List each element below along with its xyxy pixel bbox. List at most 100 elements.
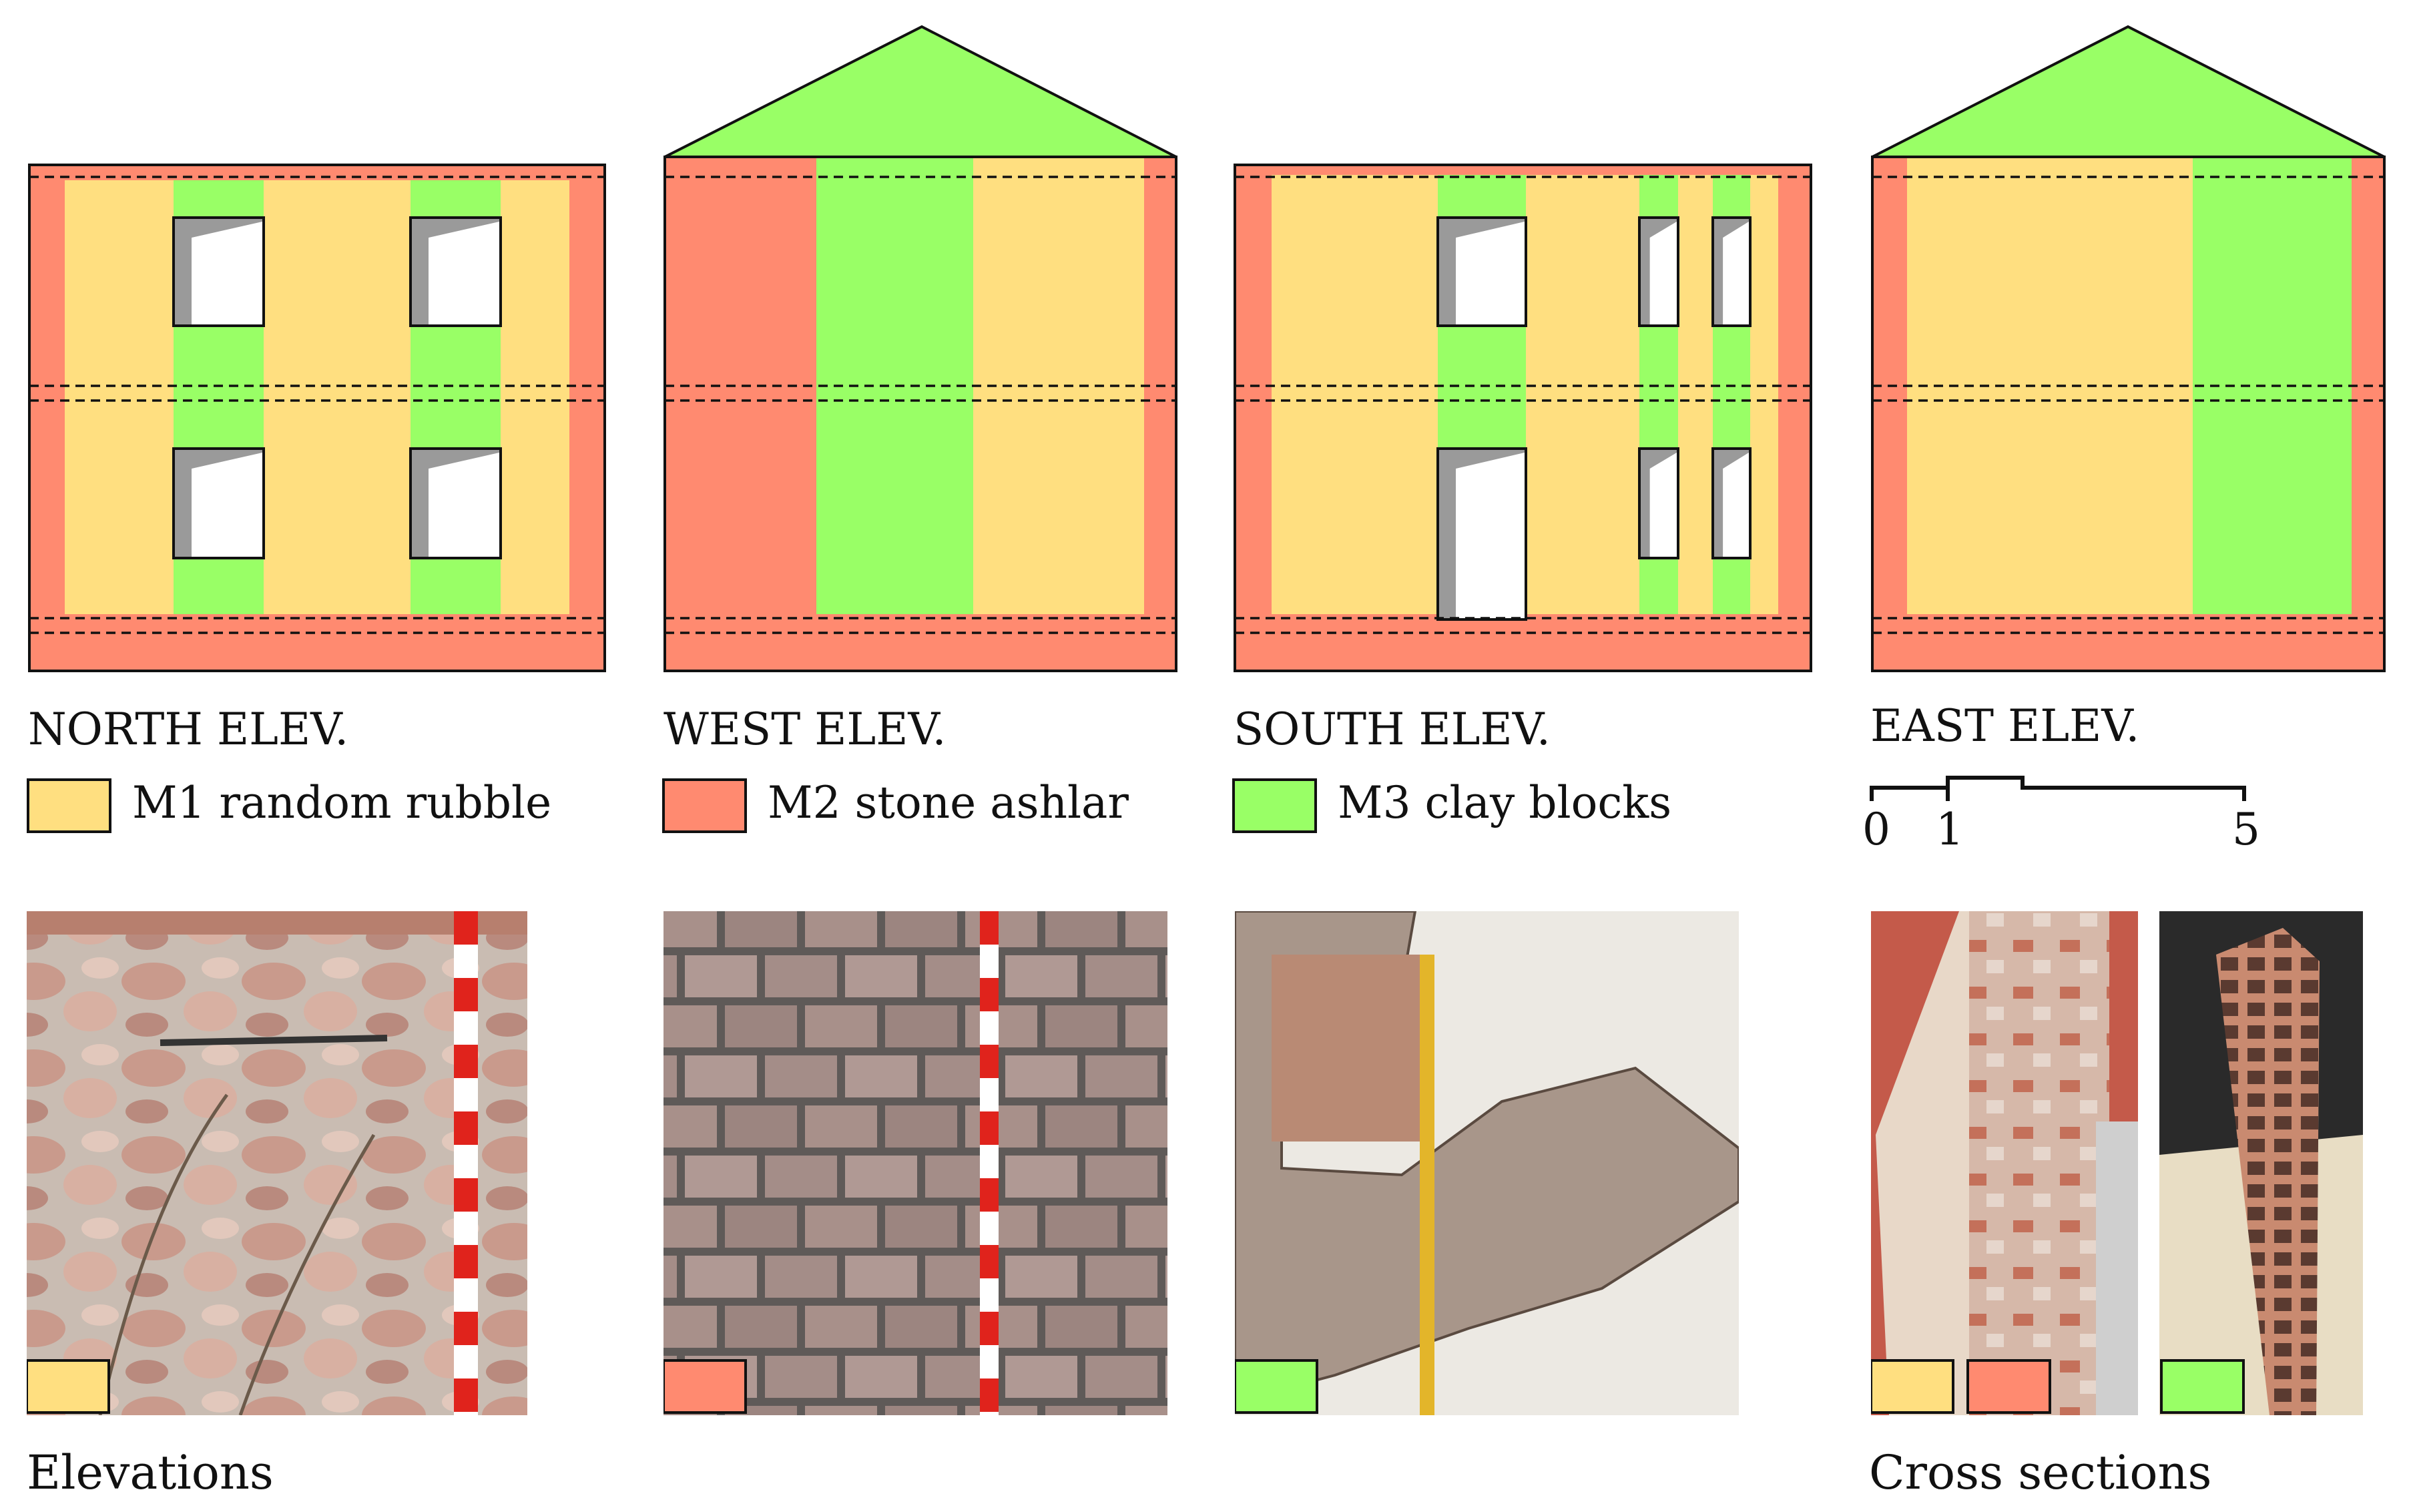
- legend-label-m3: M3 clay blocks: [1338, 777, 1671, 828]
- measuring-rod-mark: [980, 1178, 999, 1212]
- measuring-rod-mark: [980, 1045, 999, 1078]
- measuring-rod-mark: [454, 1245, 478, 1278]
- east-elevation-title: EAST ELEV.: [1870, 700, 2139, 752]
- gable-roof: [1872, 25, 2385, 158]
- photo-swatch-m1: [1871, 1359, 1954, 1414]
- north-elevation-drawing: [28, 164, 606, 672]
- material-strip-m1: [1678, 165, 1713, 671]
- material-strip-m1: [65, 165, 174, 671]
- window-shadow: [1641, 450, 1659, 557]
- material-band-m2: [1235, 614, 1811, 671]
- wall-outline: [663, 156, 1177, 672]
- material-strip-m1: [1907, 157, 2193, 671]
- material-strip-m1: [264, 165, 411, 671]
- wall-outline: [28, 164, 606, 672]
- window-lintel-shadow: [1714, 450, 1749, 469]
- measuring-rod-mark: [980, 1111, 999, 1145]
- window-shadow: [175, 219, 205, 324]
- material-strip-m2: [1144, 157, 1176, 671]
- measuring-rod-mark: [454, 1045, 478, 1078]
- measuring-rod-mark: [454, 911, 478, 945]
- window-shadow: [175, 450, 205, 557]
- west-elevation-title: WEST ELEV.: [663, 704, 947, 755]
- material-strip-m2: [1872, 157, 1907, 671]
- material-strip-m2: [569, 165, 605, 671]
- measuring-rod-mark: [980, 1378, 999, 1412]
- south-elevation-title: SOUTH ELEV.: [1234, 704, 1551, 755]
- cross-section-rubble-photo: [1871, 911, 2138, 1415]
- scale-bar: 0 1 5: [1862, 776, 2260, 855]
- photo-swatch-m1: [27, 1359, 110, 1414]
- window-lintel-shadow: [1641, 450, 1677, 469]
- material-strip-m2: [1778, 165, 1811, 671]
- hollow-clay-blocks: [2216, 928, 2320, 1415]
- measuring-rod-mark: [454, 1178, 478, 1212]
- scale-tick-1: 1: [1936, 804, 1964, 855]
- cross-section-clay-photo: [2159, 911, 2363, 1415]
- legend-swatch-m3: [1232, 778, 1317, 833]
- window-shadow: [1714, 450, 1731, 557]
- material-strip-m1: [1272, 165, 1438, 671]
- material-band-m2: [29, 165, 605, 180]
- material-strip-m2: [1235, 165, 1272, 671]
- gable-roof: [664, 25, 1177, 158]
- ashlar-texture: [663, 911, 1167, 1415]
- south-elevation-drawing: [1234, 164, 1812, 672]
- plaster-layer: [1876, 911, 1972, 1415]
- window-shadow: [1439, 450, 1469, 618]
- window-lintel-shadow: [1641, 219, 1677, 238]
- material-strip-m3: [816, 157, 973, 671]
- measuring-rod-mark: [980, 911, 999, 945]
- legend-label-m1: M1 random rubble: [132, 777, 551, 828]
- legend-label-m2: M2 stone ashlar: [768, 777, 1129, 828]
- measuring-rod-mark: [454, 1312, 478, 1345]
- material-strip-m1: [973, 157, 1144, 671]
- material-band-m2: [1235, 165, 1811, 175]
- rubble-texture: [27, 911, 527, 1415]
- brick-course: [27, 911, 527, 935]
- window-lintel-shadow: [412, 219, 499, 238]
- window-lintel-shadow: [412, 450, 499, 469]
- rubble-cross-section: [1969, 911, 2109, 1415]
- measuring-rod-mark: [454, 978, 478, 1011]
- material-strip-m2: [2352, 157, 2384, 671]
- photo-swatch-m2: [663, 1359, 747, 1414]
- window-shadow: [1439, 219, 1469, 324]
- measuring-tape: [1420, 955, 1434, 1415]
- window-lintel-shadow: [175, 450, 262, 469]
- material-strip-m1: [1526, 165, 1639, 671]
- material-strip-m2: [665, 157, 816, 671]
- material-band-m2: [29, 614, 605, 671]
- window-lintel-shadow: [175, 219, 262, 238]
- material-band-m2: [665, 614, 1176, 671]
- scale-tick-0: 0: [1862, 804, 1890, 855]
- window-lintel-shadow: [1439, 450, 1525, 469]
- wall-outline: [1234, 164, 1812, 672]
- legend-swatch-m2: [662, 778, 747, 833]
- material-strip-m3: [2193, 157, 2352, 671]
- west-elevation-drawing: [663, 25, 1177, 672]
- material-band-m2: [1872, 614, 2384, 671]
- material-strip-m1: [1750, 165, 1778, 671]
- cross-sections-caption: Cross sections: [1869, 1445, 2211, 1500]
- clay-blocks-photo: [1235, 911, 1739, 1415]
- scale-tick-5: 5: [2232, 804, 2260, 855]
- north-elevation-title: NORTH ELEV.: [28, 704, 348, 755]
- legend-swatch-m1: [27, 778, 111, 833]
- clay-block: [1272, 955, 1425, 1142]
- scale-bar-line: [1870, 776, 2246, 801]
- measuring-rod-mark: [980, 1312, 999, 1345]
- stone-ashlar-photo: [663, 911, 1167, 1415]
- background-structure: [2096, 1121, 2138, 1415]
- material-strip-m2: [29, 165, 65, 671]
- material-legend: M1 random rubble M2 stone ashlar M3 clay…: [27, 777, 1671, 833]
- window-shadow: [1641, 219, 1659, 324]
- material-photos: [27, 911, 2363, 1415]
- window-lintel-shadow: [1439, 219, 1525, 238]
- measuring-rod-mark: [454, 1378, 478, 1412]
- window-shadow: [412, 219, 442, 324]
- elevations-caption: Elevations: [27, 1445, 274, 1500]
- measuring-rod-mark: [980, 978, 999, 1011]
